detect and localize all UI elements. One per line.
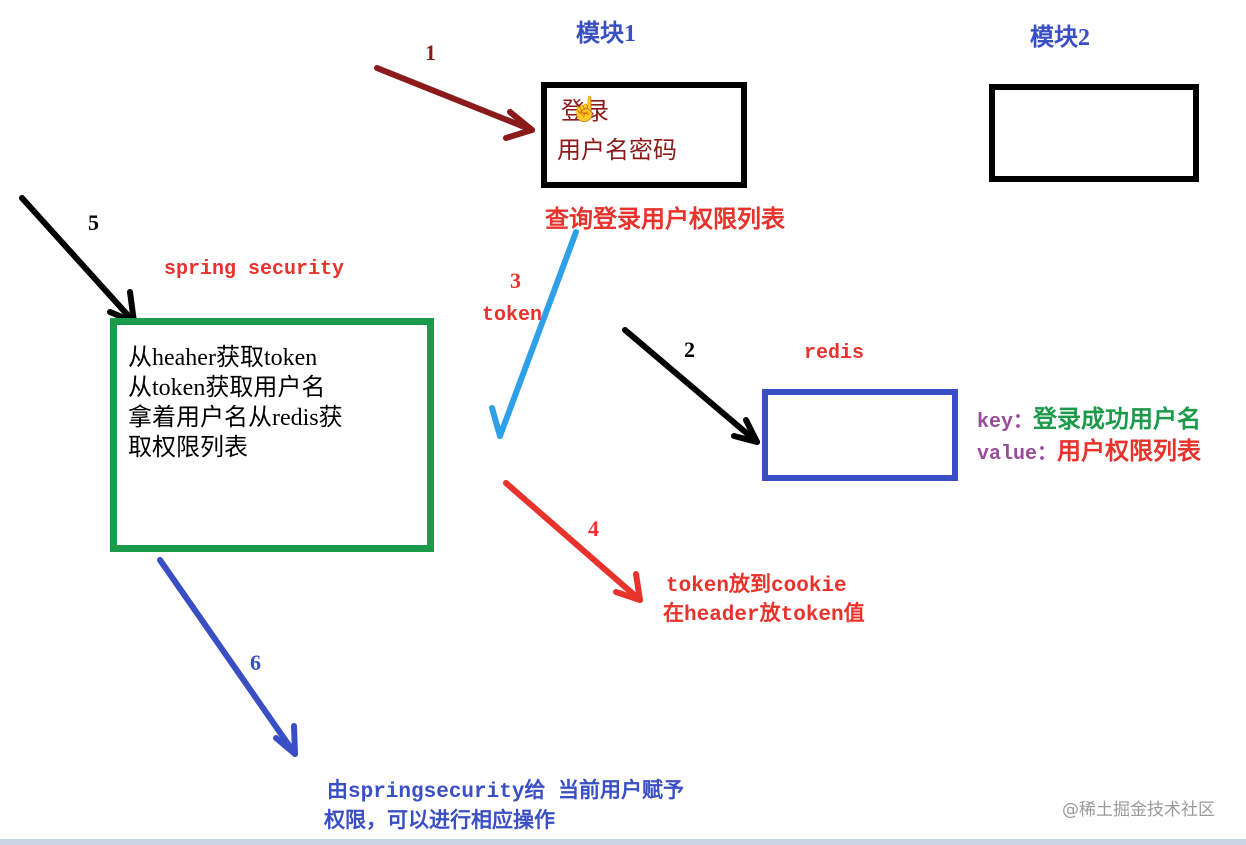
security-step-line-1: 从heaher获取token: [128, 345, 318, 371]
module1-box: [541, 82, 747, 188]
redis-key-label: key：: [977, 411, 1034, 434]
step-2-label: 2: [684, 337, 695, 362]
module2-box: [989, 84, 1199, 182]
bottom-strip: [0, 839, 1246, 845]
redis-key-line: key：登录成功用户名: [977, 406, 1201, 435]
spring-security-label: spring security: [164, 258, 345, 281]
final-text-line-1: 由springsecurity给 当前用户赋予: [327, 781, 685, 804]
module1-credentials-text: 用户名密码: [557, 138, 677, 164]
step-6-label: 6: [250, 650, 261, 675]
token-label: token: [482, 304, 543, 327]
arrow-1: [374, 65, 535, 141]
redis-key-value: 登录成功用户名: [1033, 407, 1202, 433]
hand-cursor-icon: ☝: [570, 97, 600, 123]
step-4-label: 4: [588, 516, 599, 541]
spring-security-box: [110, 318, 434, 552]
step-5-label: 5: [88, 210, 99, 235]
redis-value-line: value：用户权限列表: [977, 438, 1201, 467]
arrow-3: [489, 229, 579, 439]
cookie-text-line-2: 在header放token值: [663, 604, 865, 627]
arrow-4: [503, 480, 643, 603]
module1-login-text: 登录: [561, 99, 609, 125]
arrow-5: [19, 195, 137, 325]
module1-title: 模块1: [576, 21, 636, 47]
redis-value-value: 用户权限列表: [1057, 439, 1202, 465]
module2-title: 模块2: [1030, 25, 1090, 51]
security-step-line-3: 拿着用户名从redis获: [128, 405, 343, 431]
cookie-text-line-1: token放到cookie: [666, 575, 847, 598]
watermark: @稀土掘金技术社区: [1062, 800, 1215, 820]
step-1-label: 1: [425, 40, 436, 65]
security-step-line-4: 取权限列表: [128, 435, 248, 461]
arrow-6: [157, 557, 298, 757]
arrow-2: [622, 327, 760, 445]
redis-box: [762, 389, 958, 481]
redis-label: redis: [804, 342, 865, 365]
step-3-label: 3: [510, 268, 521, 293]
redis-value-label: value：: [977, 443, 1058, 466]
security-step-line-2: 从token获取用户名: [128, 375, 326, 401]
final-text-line-2: 权限，可以进行相应操作: [324, 811, 555, 834]
query-permissions-label: 查询登录用户权限列表: [545, 207, 785, 233]
